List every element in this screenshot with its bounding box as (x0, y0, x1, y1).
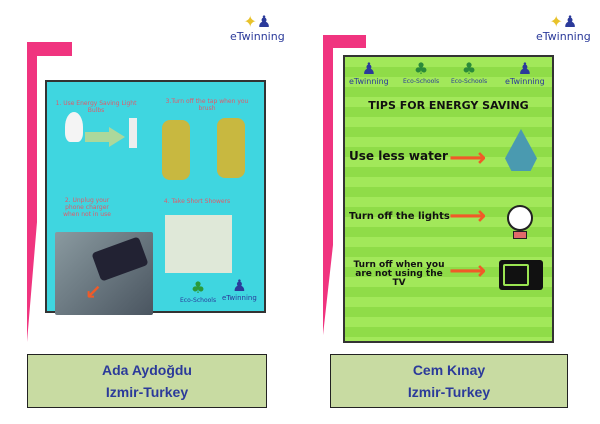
student-location: Izmir-Turkey (407, 384, 491, 400)
etwinning-figure-icon: ✦♟ (549, 12, 578, 31)
orange-arrow-icon: ⟶ (449, 201, 487, 231)
logo-text: Eco-Schools (403, 78, 440, 85)
tree-book-icon: ♣ (461, 59, 477, 78)
pink-frame-side-right (323, 35, 333, 335)
ecoschools-logo: ♣ Eco-Schools (180, 278, 216, 304)
cfl-bulb-icon (129, 118, 137, 148)
etwinning-logo-small: ♟ eTwinning (222, 276, 257, 303)
pink-frame-top-left (27, 42, 72, 56)
tip-turn-off-lights: Turn off the lights (349, 211, 450, 222)
student-name: Cem Kınay (412, 362, 486, 378)
logo-text: eTwinning (349, 77, 389, 86)
ecoschools-logo: ♣Eco-Schools (403, 59, 439, 85)
student-name: Ada Aydoğdu (102, 362, 192, 378)
tip-turn-off-tv: Turn off when you are not using the TV (353, 260, 445, 288)
energy-tips-poster-left: 1. Use Energy Saving Light Bulbs 3.Turn … (45, 80, 266, 315)
ecoschools-logo: ♣Eco-Schools (451, 59, 487, 85)
boy-brushing-figure (217, 118, 245, 178)
logo-text: eTwinning (505, 77, 545, 86)
phone-charger-photo: ↙ (55, 232, 153, 315)
bulb-base (513, 231, 527, 239)
step4-label: 4. Take Short Showers (163, 198, 231, 205)
logo-text: Eco-Schools (451, 78, 488, 85)
etwinning-figure-icon: ♟ (361, 59, 377, 78)
logo-text: eTwinning (536, 30, 591, 43)
arrow-icon (85, 127, 125, 147)
phone-icon (91, 236, 149, 282)
bulb-icon (65, 112, 83, 142)
poster-title: TIPS FOR ENERGY SAVING (368, 99, 529, 112)
etwinning-logo-small: ♟eTwinning (349, 59, 389, 87)
step3-label: 3.Turn off the tap when you brush (165, 98, 249, 112)
energy-tips-poster-right: ♟eTwinning ♣Eco-Schools ♣Eco-Schools ♟eT… (343, 55, 554, 343)
boy-brushing-figure (162, 120, 190, 180)
tree-book-icon: ♣ (413, 59, 429, 78)
etwinning-logo-small: ♟eTwinning (505, 59, 545, 87)
etwinning-figure-icon: ✦♟ (243, 12, 272, 31)
caption-left: Ada Aydoğdu Izmir-Turkey (27, 354, 267, 408)
logo-text: eTwinning (230, 30, 285, 43)
caption-right: Cem Kınay Izmir-Turkey (330, 354, 568, 408)
etwinning-figure-icon: ♟ (517, 59, 533, 78)
etwinning-figure-icon: ♟ (232, 276, 247, 295)
student-location: Izmir-Turkey (105, 384, 189, 400)
pink-frame-side-left (27, 42, 37, 342)
orange-arrow-icon: ⟶ (449, 143, 487, 173)
tree-book-icon: ♣ (190, 278, 206, 297)
logo-text: eTwinning (222, 294, 257, 302)
tip-use-less-water: Use less water (349, 149, 448, 163)
etwinning-logo-right: ✦♟ eTwinning (536, 12, 591, 44)
logo-text: Eco-Schools (180, 297, 217, 304)
etwinning-logo-left: ✦♟ eTwinning (230, 12, 285, 44)
orange-arrow-icon: ↙ (85, 280, 102, 304)
pink-frame-top-right (323, 35, 366, 48)
light-bulb-icon (507, 205, 533, 231)
step2-label: 2. Unplug your phone charger when not in… (63, 197, 111, 218)
step1-label: 1. Use Energy Saving Light Bulbs (55, 100, 137, 114)
shower-bathtub-image (165, 215, 232, 273)
orange-arrow-icon: ⟶ (449, 256, 487, 286)
water-drop-icon (505, 129, 537, 171)
tv-icon (499, 260, 543, 290)
